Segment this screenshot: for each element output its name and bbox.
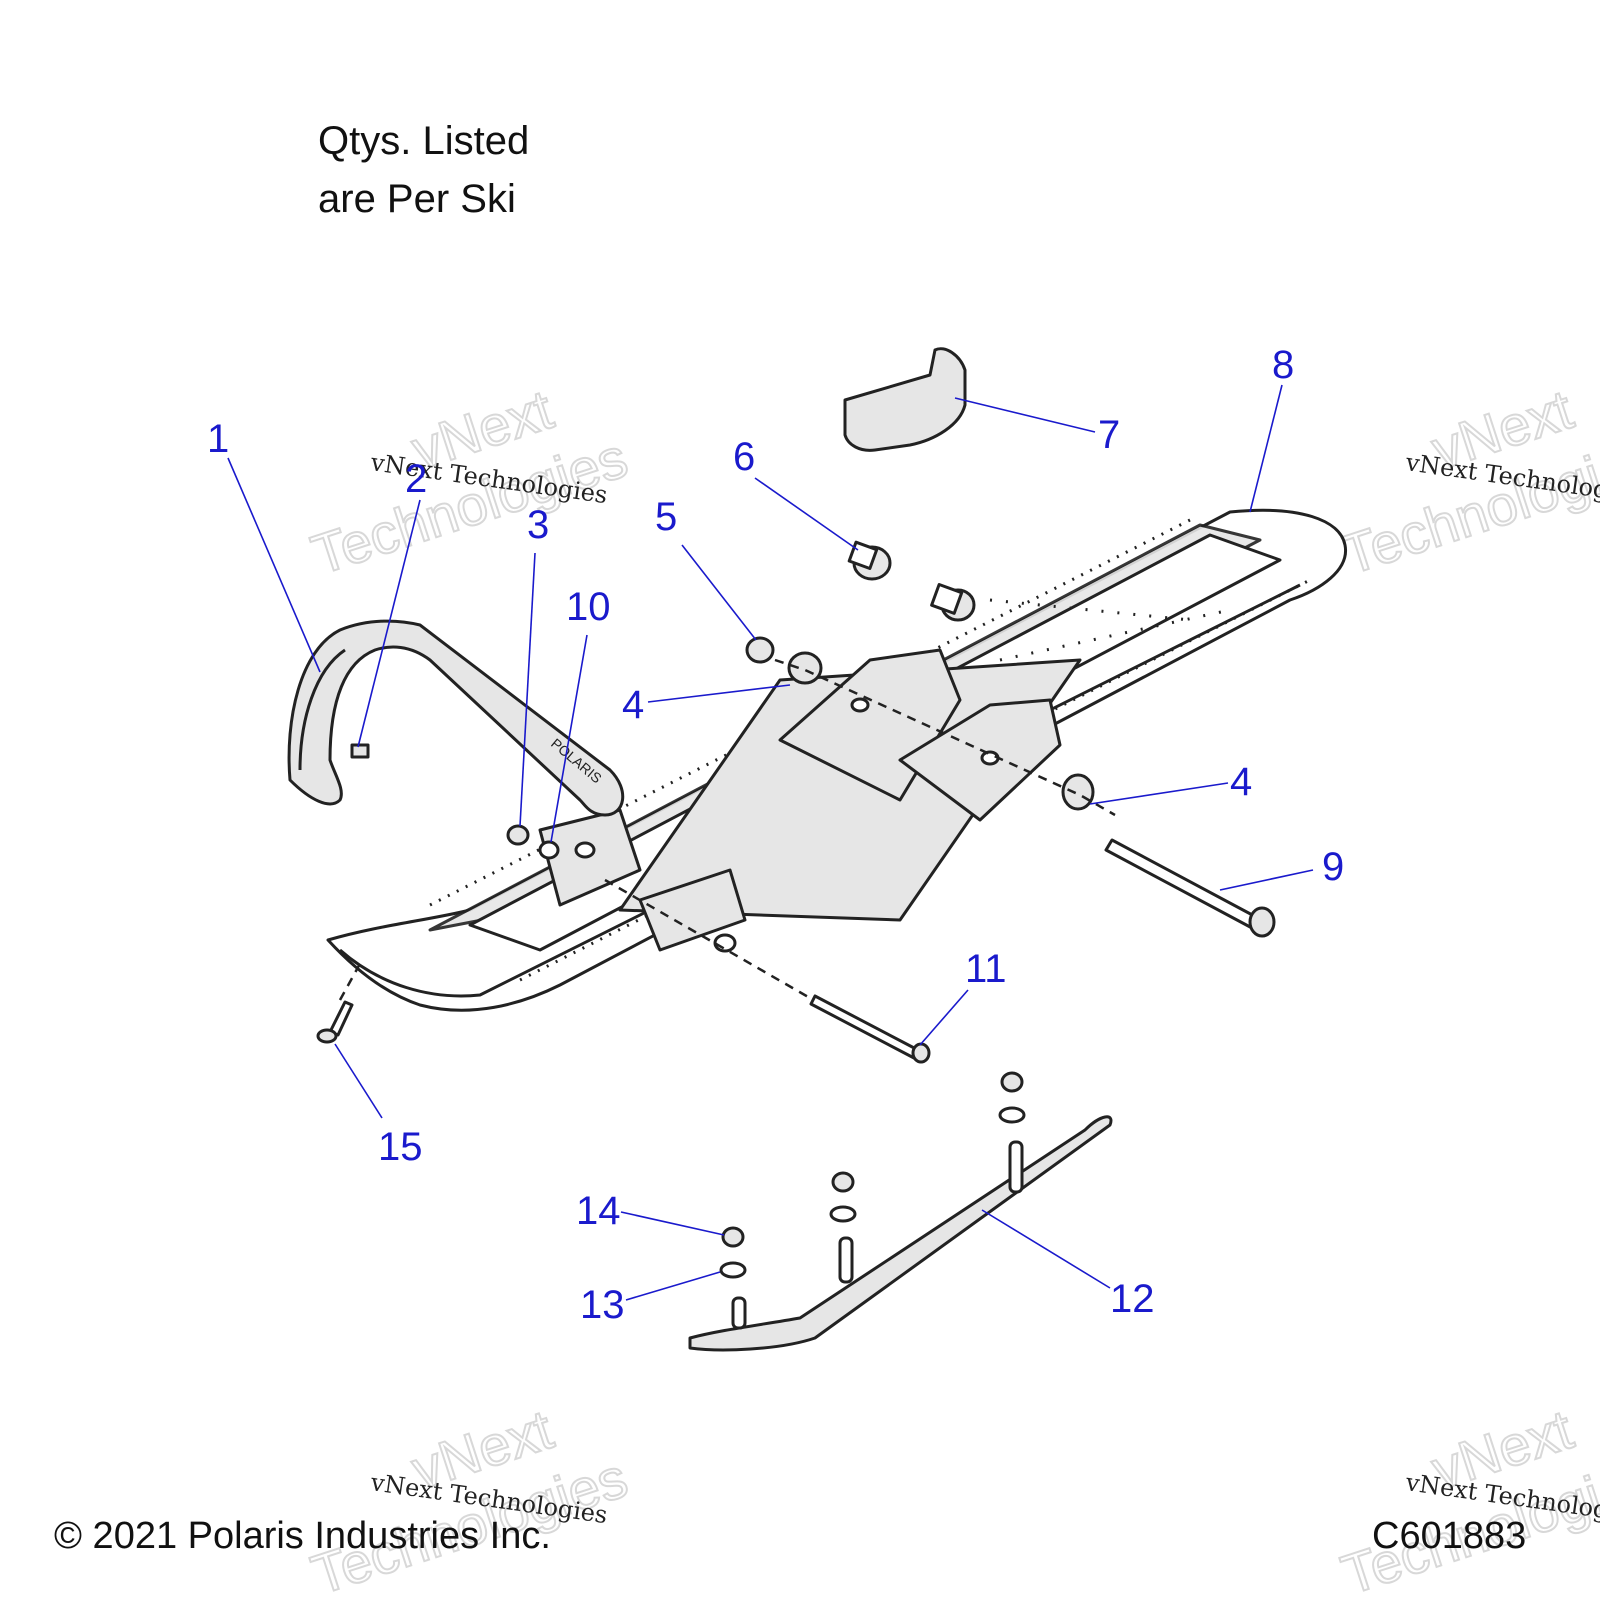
callout-labels: 1 2 3 5 10 6 4 7 8 4 9 11 15 14 13 12 xyxy=(207,343,1344,1327)
watermark-top-right: vNext Technologies vNext Technologies xyxy=(1333,376,1600,587)
washer-part-4-bottom xyxy=(1061,773,1095,811)
rivet-part-15 xyxy=(316,1000,354,1044)
bushing-part-6b xyxy=(930,582,976,622)
callout-12: 12 xyxy=(1110,1277,1155,1321)
assembly-line-rivet xyxy=(338,959,364,1001)
washer-part-4-top xyxy=(787,651,823,685)
bolt-part-9 xyxy=(1104,838,1276,938)
assembly-line-pivot xyxy=(774,658,1116,817)
callout-7: 7 xyxy=(1098,413,1120,457)
callout-1: 1 xyxy=(207,417,229,461)
watermark-top-left: vNext Technologies vNext Technologies xyxy=(303,376,635,587)
callout-4-bottom: 4 xyxy=(1230,760,1252,804)
callout-leaders xyxy=(227,384,1314,1301)
washer-part-10 xyxy=(538,840,560,860)
callout-15: 15 xyxy=(378,1125,423,1169)
toe-bumper xyxy=(843,347,967,452)
assembly-line-front xyxy=(604,878,811,1000)
quantity-note: Qtys. Listed are Per Ski xyxy=(318,112,529,228)
callout-3: 3 xyxy=(527,503,549,547)
watermark-bottom-left: vNext Technologies vNext Technologies xyxy=(303,1396,635,1600)
callout-9: 9 xyxy=(1322,845,1344,889)
watermark-bottom-right: vNext Technologies vNext Technologies xyxy=(1333,1396,1600,1600)
carbide-runner xyxy=(688,1115,1113,1352)
quantity-note-line-2: are Per Ski xyxy=(318,177,516,221)
callout-4-top: 4 xyxy=(622,683,644,727)
nut-part-14 xyxy=(721,1226,745,1248)
callout-5: 5 xyxy=(655,495,677,539)
spacer-part-5 xyxy=(745,636,775,664)
callout-8: 8 xyxy=(1272,343,1294,387)
quantity-note-line-1: Qtys. Listed xyxy=(318,119,530,163)
ski-body xyxy=(326,508,1347,1012)
callout-10: 10 xyxy=(566,585,611,629)
washer-runner-rear xyxy=(998,1106,1026,1124)
callout-11: 11 xyxy=(965,947,1007,991)
washer-runner-mid xyxy=(829,1205,857,1223)
copyright-notice: © 2021 Polaris Industries Inc. xyxy=(54,1515,551,1557)
clip-part xyxy=(350,743,370,759)
bolt-part-11 xyxy=(809,994,931,1064)
callout-2: 2 xyxy=(405,457,427,501)
callout-13: 13 xyxy=(580,1283,625,1327)
washer-part-13 xyxy=(719,1261,747,1279)
diagram-code: C601883 xyxy=(1372,1515,1527,1557)
callout-14: 14 xyxy=(576,1189,621,1233)
callout-6: 6 xyxy=(733,435,755,479)
nut-runner-rear xyxy=(1000,1071,1024,1093)
nut-part-3 xyxy=(506,824,530,846)
nut-runner-mid xyxy=(831,1171,855,1193)
ski-handle: POLARIS xyxy=(287,619,625,817)
